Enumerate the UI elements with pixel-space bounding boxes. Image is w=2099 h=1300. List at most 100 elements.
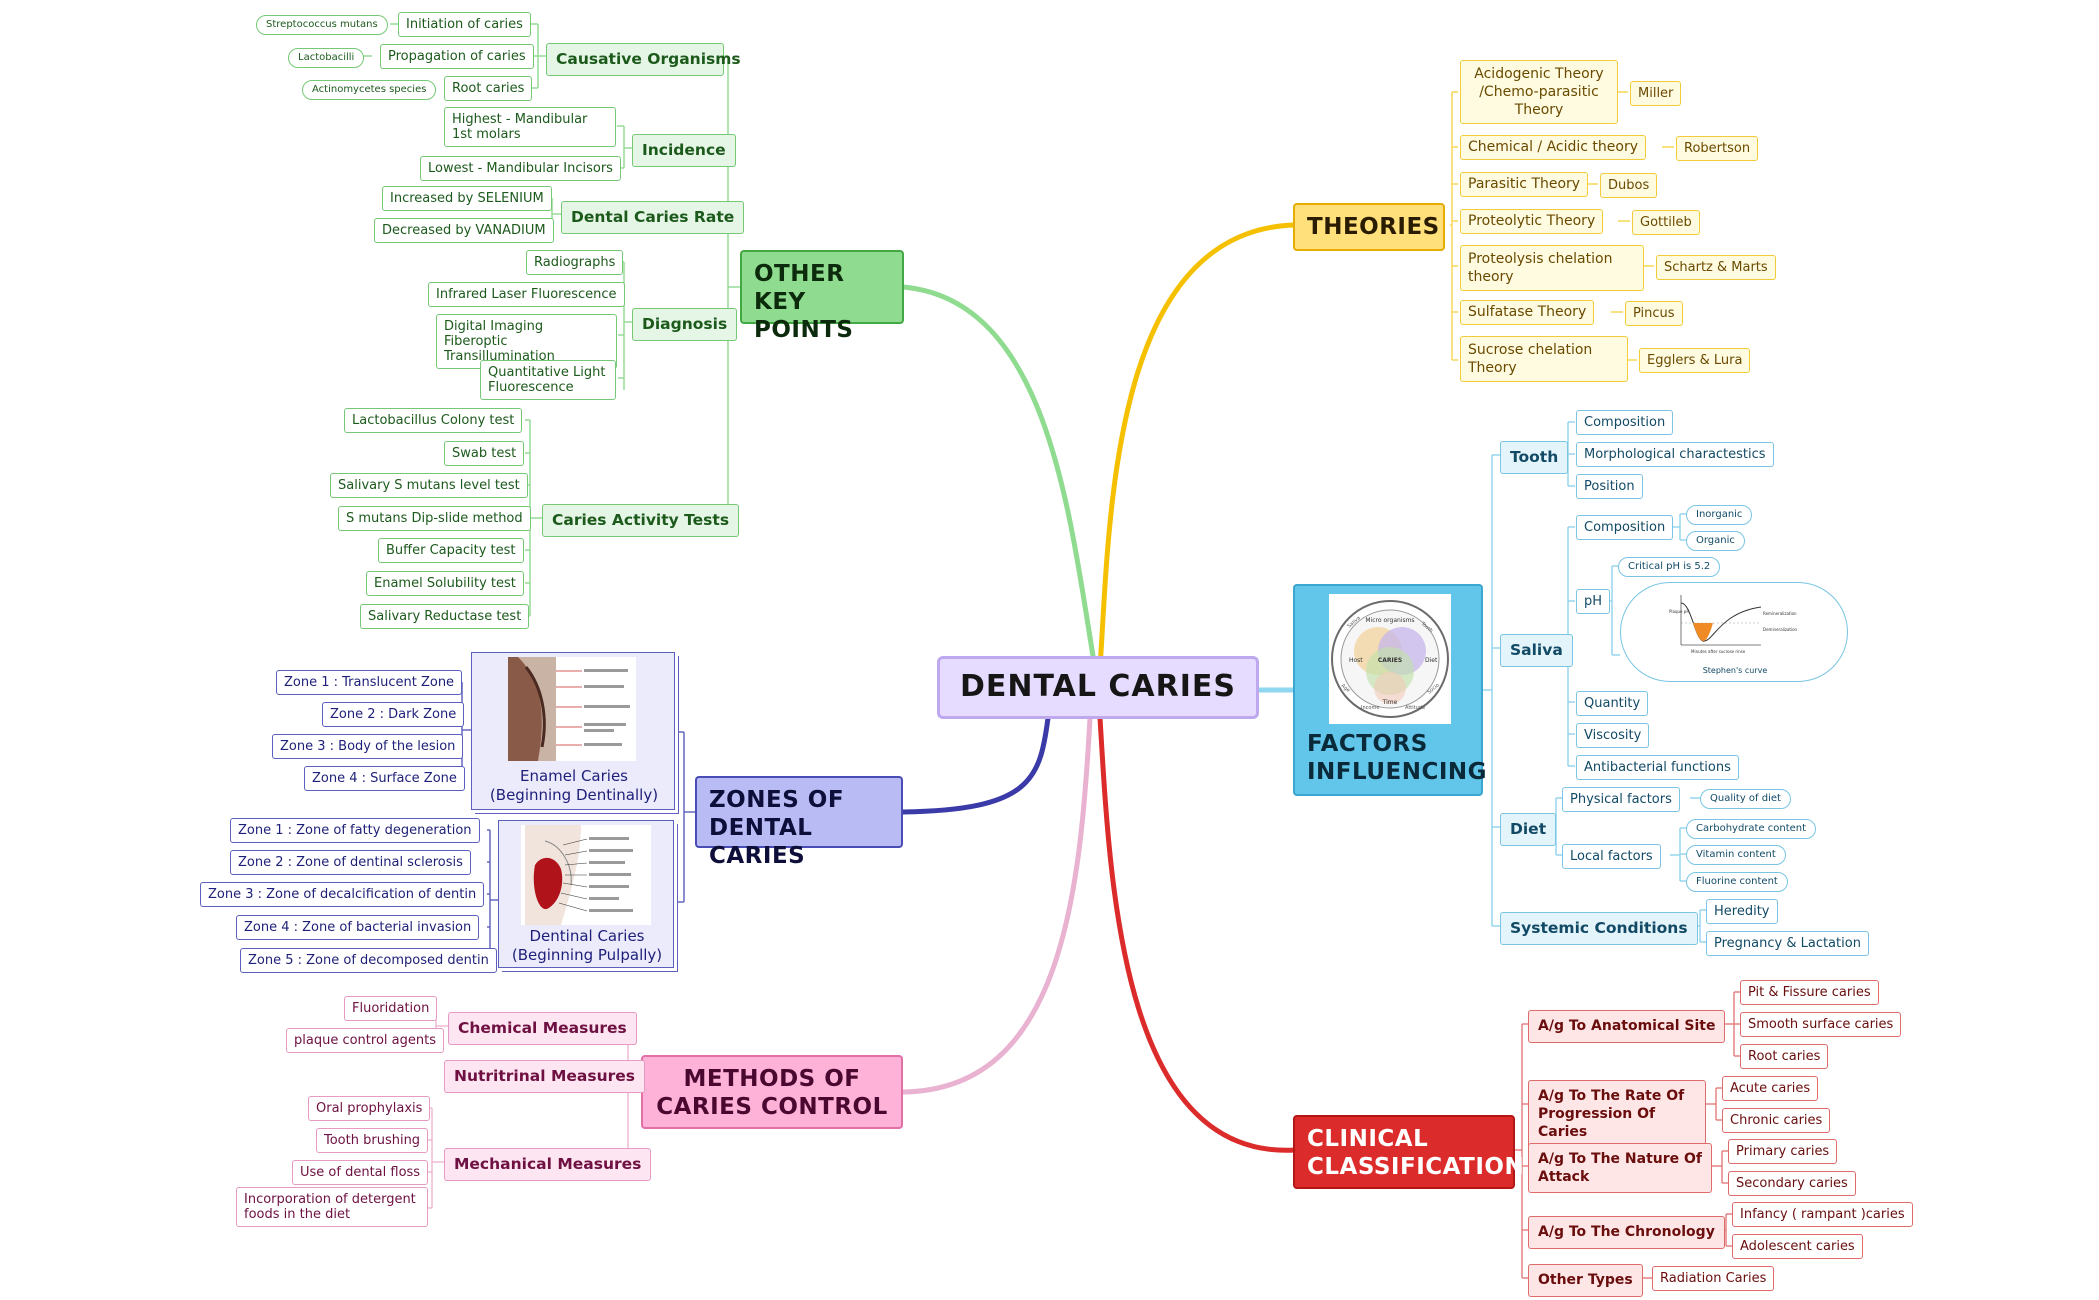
pill-organic[interactable]: Organic — [1686, 531, 1745, 551]
topic-clinical-classification[interactable]: CLINICAL CLASSIFICATION — [1293, 1115, 1524, 1189]
pill-actinomycetes[interactable]: Actinomycetes species — [302, 80, 437, 100]
node-enamel-zone-4[interactable]: Zone 4 : Surface Zone — [304, 766, 465, 791]
node-nutritrinal-measures[interactable]: Nutritrinal Measures — [444, 1060, 645, 1093]
node-enamel-zone-3[interactable]: Zone 3 : Body of the lesion — [272, 734, 464, 759]
node-acidogenic-theory[interactable]: Acidogenic Theory /Chemo-parasitic Theor… — [1460, 60, 1618, 124]
topic-theories[interactable]: THEORIES — [1293, 203, 1445, 251]
node-dental-floss[interactable]: Use of dental floss — [292, 1160, 429, 1185]
pill-streptococcus-mutans[interactable]: Streptococcus mutans — [256, 15, 388, 35]
node-salivary-smutans[interactable]: Salivary S mutans level test — [330, 473, 528, 498]
node-primary-caries[interactable]: Primary caries — [1728, 1139, 1838, 1164]
node-enamel-zone-2[interactable]: Zone 2 : Dark Zone — [322, 702, 465, 727]
node-ph[interactable]: pH — [1576, 589, 1611, 614]
node-initiation-of-caries[interactable]: Initiation of caries — [398, 12, 531, 37]
node-other-types[interactable]: Other Types — [1528, 1264, 1643, 1297]
node-parasitic-theory[interactable]: Parasitic Theory — [1460, 172, 1589, 197]
node-dip-slide[interactable]: S mutans Dip-slide method — [338, 506, 531, 531]
node-proteolytic-theory[interactable]: Proteolytic Theory — [1460, 209, 1604, 234]
node-incidence[interactable]: Incidence — [632, 134, 736, 167]
node-diagnosis[interactable]: Diagnosis — [632, 308, 738, 341]
topic-methods-caries-control[interactable]: METHODS OF CARIES CONTROL — [641, 1055, 903, 1129]
node-egglers-lura[interactable]: Egglers & Lura — [1639, 348, 1751, 373]
node-nature-of-attack[interactable]: A/g To The Nature Of Attack — [1528, 1143, 1712, 1193]
node-sucrose-chelation[interactable]: Sucrose chelation Theory — [1460, 336, 1628, 382]
node-swab-test[interactable]: Swab test — [444, 441, 525, 466]
node-plaque-control[interactable]: plaque control agents — [286, 1028, 444, 1053]
topic-factors-influencing[interactable]: Micro organisms Host CARIES Diet Time Sa… — [1293, 584, 1487, 796]
stephens-curve-card[interactable]: Plaque pH Remineralization Demineralizat… — [1620, 582, 1848, 682]
node-propagation-of-caries[interactable]: Propagation of caries — [380, 44, 534, 69]
node-chemical-measures[interactable]: Chemical Measures — [448, 1012, 637, 1045]
node-dental-caries-rate[interactable]: Dental Caries Rate — [561, 201, 745, 234]
node-mechanical-measures[interactable]: Mechanical Measures — [444, 1148, 652, 1181]
node-tooth-composition[interactable]: Composition — [1576, 410, 1674, 435]
node-fluoridation[interactable]: Fluoridation — [344, 996, 438, 1021]
node-gottileb[interactable]: Gottileb — [1632, 210, 1700, 235]
node-chemical-theory[interactable]: Chemical / Acidic theory — [1460, 135, 1646, 160]
node-robertson[interactable]: Robertson — [1676, 136, 1759, 161]
node-secondary-caries[interactable]: Secondary caries — [1728, 1171, 1856, 1196]
node-schartz-marts[interactable]: Schartz & Marts — [1656, 255, 1776, 280]
node-buffer-capacity[interactable]: Buffer Capacity test — [378, 538, 524, 563]
node-infrared-laser[interactable]: Infrared Laser Fluorescence — [428, 282, 625, 307]
node-quantity[interactable]: Quantity — [1576, 691, 1649, 716]
node-root-caries-other[interactable]: Root caries — [444, 76, 533, 101]
node-caries-activity-tests[interactable]: Caries Activity Tests — [542, 504, 740, 537]
pill-carbohydrate[interactable]: Carbohydrate content — [1686, 819, 1817, 839]
node-local-factors[interactable]: Local factors — [1562, 844, 1661, 869]
node-dentin-zone-3[interactable]: Zone 3 : Zone of decalcification of dent… — [200, 882, 485, 907]
node-detergent-foods[interactable]: Incorporation of detergent foods in the … — [236, 1187, 428, 1227]
node-lactobacillus-colony[interactable]: Lactobacillus Colony test — [344, 408, 523, 433]
node-pincus[interactable]: Pincus — [1625, 301, 1683, 326]
card-dentinal-caries[interactable]: Dentinal Caries (Beginning Pulpally) — [498, 820, 674, 968]
node-incidence-lowest[interactable]: Lowest - Mandibular Incisors — [420, 156, 621, 181]
node-anatomical-site[interactable]: A/g To Anatomical Site — [1528, 1010, 1726, 1043]
node-radiation-caries[interactable]: Radiation Caries — [1652, 1266, 1775, 1291]
node-systemic-conditions[interactable]: Systemic Conditions — [1500, 912, 1698, 945]
node-dentin-zone-5[interactable]: Zone 5 : Zone of decomposed dentin — [240, 948, 497, 973]
node-saliva-composition[interactable]: Composition — [1576, 515, 1674, 540]
node-root-caries-clinical[interactable]: Root caries — [1740, 1044, 1829, 1069]
node-smooth-surface[interactable]: Smooth surface caries — [1740, 1012, 1902, 1037]
node-adolescent-caries[interactable]: Adolescent caries — [1732, 1234, 1863, 1259]
node-causative-organisms[interactable]: Causative Organisms — [546, 43, 741, 76]
pill-critical-ph[interactable]: Critical pH is 5.2 — [1618, 557, 1721, 577]
node-enamel-zone-1[interactable]: Zone 1 : Translucent Zone — [276, 670, 463, 695]
node-incidence-highest[interactable]: Highest - Mandibular 1st molars — [444, 107, 616, 147]
node-pit-fissure[interactable]: Pit & Fissure caries — [1740, 980, 1879, 1005]
pill-fluorine[interactable]: Fluorine content — [1686, 872, 1788, 892]
node-dentin-zone-4[interactable]: Zone 4 : Zone of bacterial invasion — [236, 915, 480, 940]
node-acute-caries[interactable]: Acute caries — [1722, 1076, 1819, 1101]
node-increased-selenium[interactable]: Increased by SELENIUM — [382, 186, 552, 211]
node-saliva[interactable]: Saliva — [1500, 634, 1573, 667]
node-enamel-solubility[interactable]: Enamel Solubility test — [366, 571, 524, 596]
pill-vitamin[interactable]: Vitamin content — [1686, 845, 1786, 865]
topic-zones[interactable]: ZONES OF DENTAL CARIES — [695, 776, 903, 869]
node-sulfatase-theory[interactable]: Sulfatase Theory — [1460, 300, 1595, 325]
node-miller[interactable]: Miller — [1630, 81, 1682, 106]
node-diet[interactable]: Diet — [1500, 813, 1557, 846]
node-tooth[interactable]: Tooth — [1500, 441, 1569, 474]
node-oral-prophylaxis[interactable]: Oral prophylaxis — [308, 1096, 431, 1121]
topic-other-key-points[interactable]: OTHER KEY POINTS — [740, 250, 904, 343]
node-quantitative-light[interactable]: Quantitative Light Fluorescence — [480, 360, 616, 400]
node-tooth-brushing[interactable]: Tooth brushing — [316, 1128, 429, 1153]
node-antibacterial[interactable]: Antibacterial functions — [1576, 755, 1739, 780]
center-topic[interactable]: DENTAL CARIES — [937, 656, 1259, 719]
node-heredity[interactable]: Heredity — [1706, 899, 1778, 924]
node-physical-factors[interactable]: Physical factors — [1562, 787, 1680, 812]
node-rate-of-progression[interactable]: A/g To The Rate Of Progression Of Caries — [1528, 1080, 1706, 1148]
node-radiographs[interactable]: Radiographs — [526, 250, 624, 275]
node-decreased-vanadium[interactable]: Decreased by VANADIUM — [374, 218, 554, 243]
card-enamel-caries[interactable]: Enamel Caries (Beginning Dentinally) — [471, 652, 675, 810]
node-chronology[interactable]: A/g To The Chronology — [1528, 1216, 1725, 1249]
node-morphological[interactable]: Morphological charactestics — [1576, 442, 1774, 467]
pill-inorganic[interactable]: Inorganic — [1686, 505, 1753, 525]
pill-lactobacilli[interactable]: Lactobacilli — [288, 48, 365, 68]
node-position[interactable]: Position — [1576, 474, 1643, 499]
node-digital-imaging[interactable]: Digital Imaging Fiberoptic Transillumina… — [436, 314, 617, 369]
node-salivary-reductase[interactable]: Salivary Reductase test — [360, 604, 530, 629]
node-infancy-caries[interactable]: Infancy ( rampant )caries — [1732, 1202, 1913, 1227]
pill-quality-of-diet[interactable]: Quality of diet — [1700, 789, 1791, 809]
node-viscosity[interactable]: Viscosity — [1576, 723, 1650, 748]
